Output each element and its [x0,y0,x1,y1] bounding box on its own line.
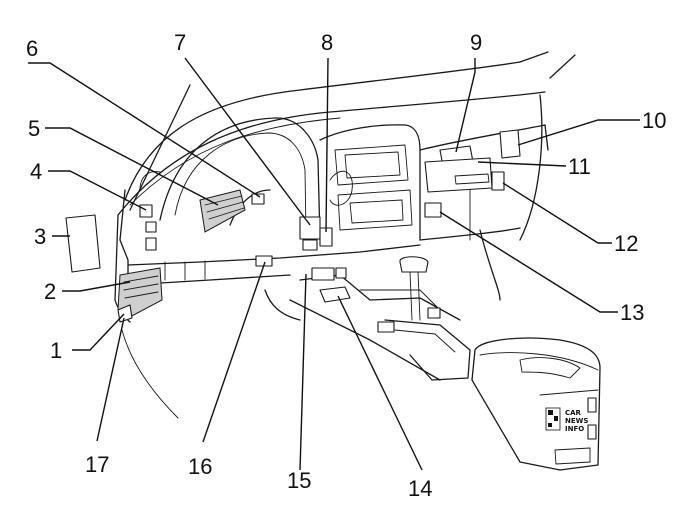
leader-12 [502,182,612,244]
center-console [264,256,601,471]
leader-11 [477,161,567,167]
component-14 [319,286,351,303]
leader-5 [45,127,219,206]
component-3 [65,214,101,273]
callout-4: 4 [30,159,42,184]
callout-8: 8 [321,30,333,55]
leader-13 [439,211,618,313]
leader-6 [28,62,261,198]
component-7 [299,216,321,240]
leader-9 [455,58,476,153]
leader-4 [48,170,147,211]
leader-14 [337,295,423,471]
leader-17 [96,317,125,442]
watermark-line-3: INFO [565,425,584,433]
callout-7: 7 [174,30,186,55]
leader-8 [325,57,329,233]
component-6 [251,193,265,205]
console-switch [377,321,395,333]
callout-16: 16 [188,454,212,479]
leader-15 [299,273,307,471]
component-5 [199,189,246,233]
watermark-line-2: NEWS [565,417,588,425]
components [65,129,521,323]
leader-7 [184,57,311,226]
leader-1 [72,313,125,351]
component-15 [311,267,335,281]
watermark-line-1: CAR [565,409,582,417]
component-12 [491,171,505,191]
callout-1: 1 [50,338,62,363]
callout-2: 2 [44,279,56,304]
leader-10 [517,119,640,146]
component-11 [424,157,493,193]
callout-labels: 6 7 8 9 10 11 12 13 14 15 16 17 1 2 3 4 … [26,30,666,501]
callout-13: 13 [620,300,644,325]
callout-6: 6 [26,36,38,61]
callout-14: 14 [408,476,432,501]
leader-16 [202,261,266,443]
callout-15: 15 [287,468,311,493]
callout-11: 11 [568,154,591,179]
leader-lines [28,57,640,471]
component-10 [499,129,521,159]
console-switch [427,307,441,319]
component-13 [424,202,442,218]
watermark-logo: CAR NEWS INFO [545,407,588,433]
callout-12: 12 [614,231,638,256]
callout-5: 5 [28,116,40,141]
leader-2 [62,281,131,292]
component-4 [139,204,153,218]
dashboard-outline [114,51,576,419]
callout-3: 3 [34,224,46,249]
callout-10: 10 [642,108,666,133]
callout-17: 17 [85,452,109,477]
callout-9: 9 [470,30,482,55]
